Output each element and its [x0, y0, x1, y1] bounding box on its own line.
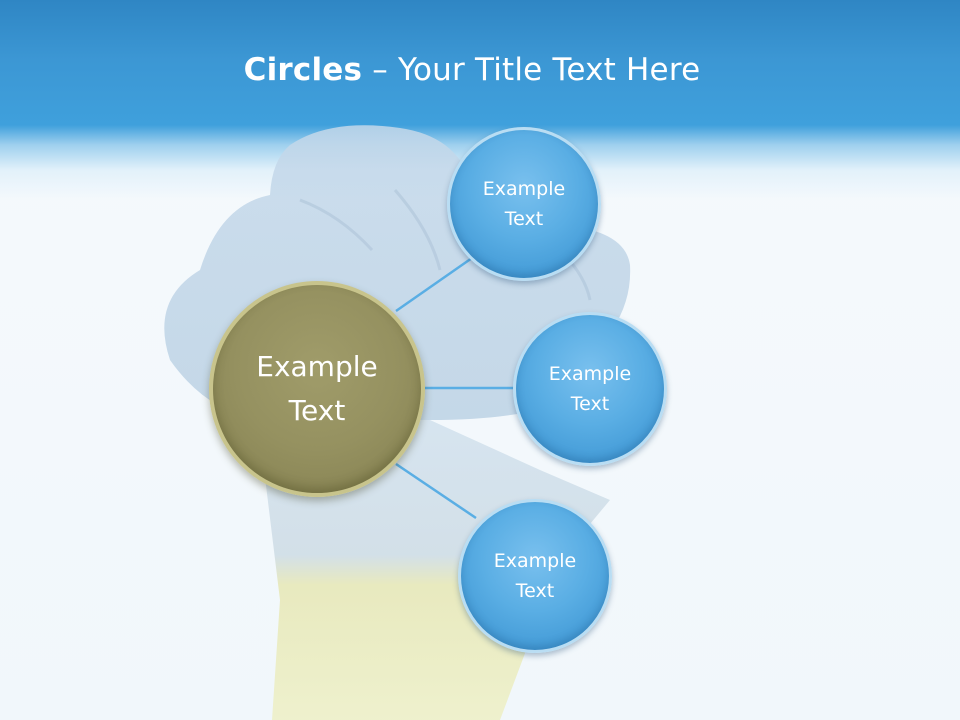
satellite-circle-3[interactable]: Example Text: [458, 499, 612, 653]
center-circle[interactable]: Example Text: [209, 281, 425, 497]
title-bold: Circles: [243, 52, 363, 88]
connector-lines: [395, 256, 515, 520]
satellite-circle-2[interactable]: Example Text: [513, 312, 667, 466]
satellite-circle-label: Example Text: [493, 550, 577, 602]
title-rest: – Your Title Text Here: [362, 52, 701, 88]
satellite-circle-1[interactable]: Example Text: [447, 127, 601, 281]
slide-title: Circles – Your Title Text Here: [0, 52, 944, 88]
satellite-circle-label: Example Text: [482, 178, 566, 230]
satellite-circle-label: Example Text: [548, 363, 632, 415]
center-circle-label: Example Text: [256, 350, 378, 427]
connector-line-3: [395, 462, 477, 520]
connector-line-1: [395, 256, 473, 313]
